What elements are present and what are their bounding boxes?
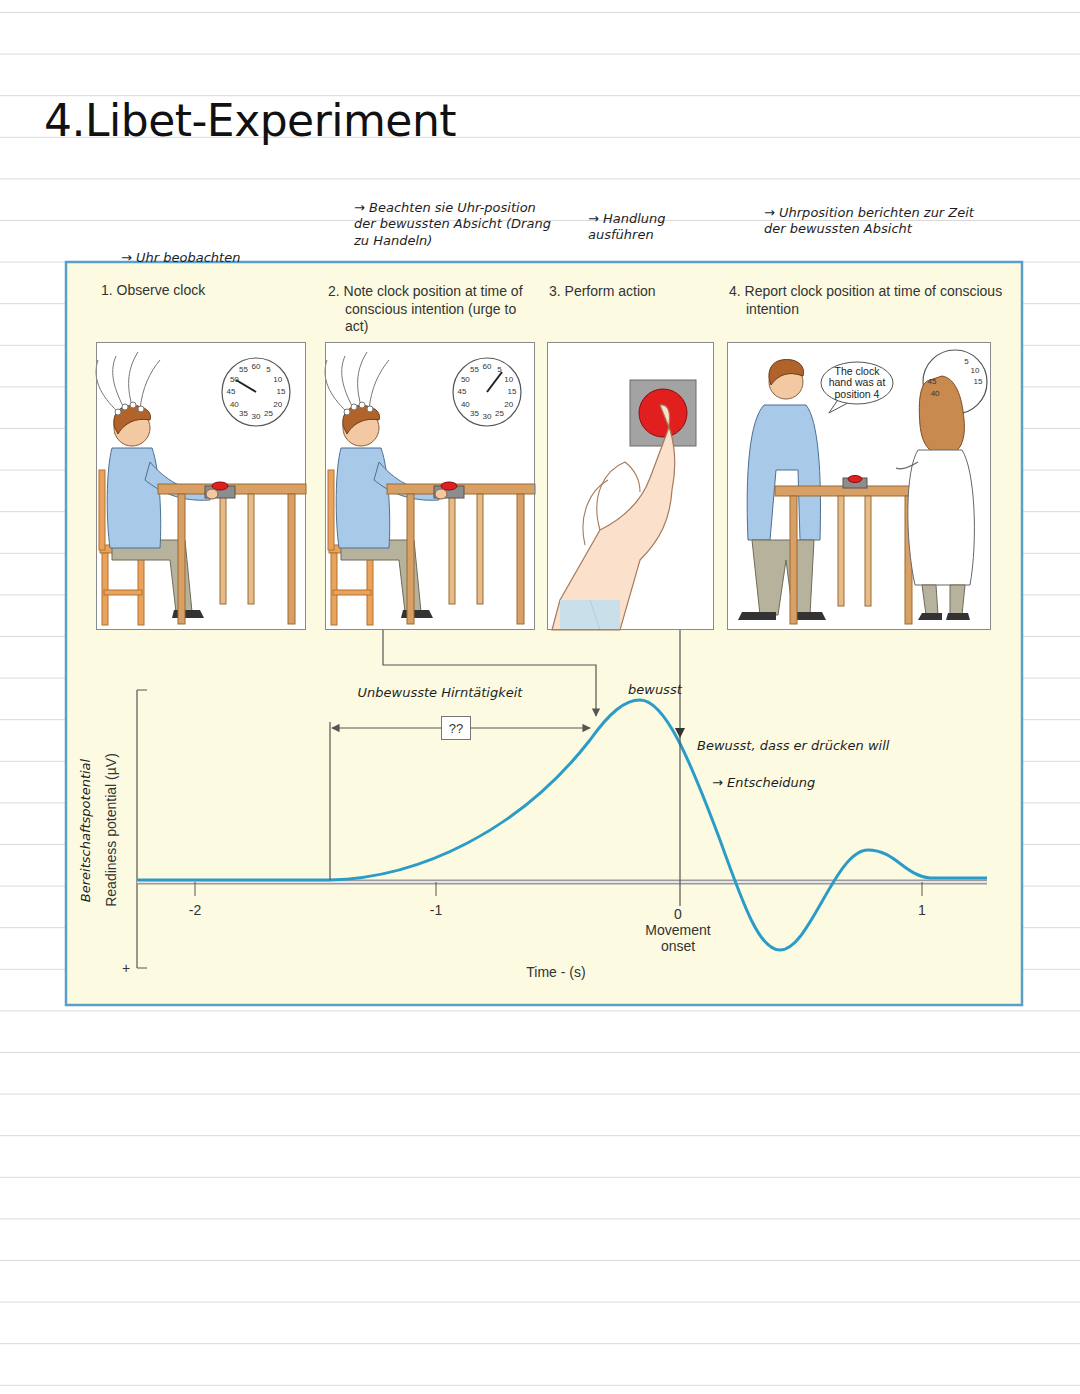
- axis-note: Movement onset: [638, 922, 718, 954]
- clock-number: 45: [928, 378, 937, 386]
- step-panel: → Uhr beobachten1. Observe clock: [96, 342, 306, 630]
- clock-number: 25: [495, 410, 504, 418]
- clock-number: 10: [970, 367, 979, 375]
- clock-number: 20: [504, 401, 513, 409]
- step-panel: → Beachten sie Uhr-position der bewusste…: [325, 342, 535, 630]
- clock-number: 25: [264, 410, 273, 418]
- clock-number: 10: [273, 376, 282, 384]
- axis-sign: +: [122, 960, 130, 976]
- clock-number: 55: [470, 366, 479, 374]
- tick-label: 1: [918, 902, 926, 918]
- clock-number: 15: [508, 388, 517, 396]
- handwritten-note: → Entscheidung: [712, 775, 815, 790]
- clock-number: 45: [227, 388, 236, 396]
- speech-bubble: The clock hand was at position 4: [820, 361, 894, 405]
- clock-number: 5: [266, 366, 270, 374]
- step-heading: 2. Note clock position at time of consci…: [328, 283, 535, 336]
- clock-number: 60: [483, 363, 492, 371]
- clock-number: 40: [461, 401, 470, 409]
- handwritten-note: bewusst: [628, 682, 682, 697]
- clock-number: 60: [252, 363, 261, 371]
- clock-number: 55: [239, 366, 248, 374]
- step-heading: 3. Perform action: [549, 283, 714, 301]
- handwritten-note: → Handlung ausführen: [588, 211, 708, 244]
- clock-number: 40: [230, 401, 239, 409]
- clock-number: 45: [458, 388, 467, 396]
- clock-number: 20: [273, 401, 282, 409]
- step-heading: 4. Report clock position at time of cons…: [729, 283, 1008, 318]
- clock-number: 50: [230, 376, 239, 384]
- clock-number: 5: [497, 366, 501, 374]
- unknown-box: ??: [441, 716, 471, 740]
- handwritten-note: → Uhrposition berichten zur Zeit der bew…: [764, 205, 994, 238]
- step-heading: 1. Observe clock: [101, 282, 318, 300]
- clock-number: 15: [277, 388, 286, 396]
- page-title: 4.Libet-Experiment: [44, 95, 456, 146]
- clock-number: 50: [461, 376, 470, 384]
- handwritten-note: → Uhr beobachten: [121, 250, 301, 266]
- bubble-text: The clock hand was at position 4: [825, 366, 889, 399]
- axis-title: Readiness potential (µV): [103, 753, 119, 907]
- tick-label: -2: [189, 902, 201, 918]
- axis-title: Time - (s): [526, 964, 585, 980]
- clock-number: 35: [470, 410, 479, 418]
- handwritten-note: Unbewusste Hirntätigkeit: [358, 685, 523, 700]
- tick-label: 0: [674, 906, 682, 922]
- tick-label: -1: [430, 902, 442, 918]
- clock-number: 5: [964, 358, 968, 366]
- clock-number: 10: [504, 376, 513, 384]
- box-text: ??: [449, 721, 463, 736]
- clock-number: 30: [483, 413, 492, 421]
- clock-number: 30: [252, 413, 261, 421]
- clock-number: 35: [239, 410, 248, 418]
- clock-number: 40: [931, 390, 940, 398]
- axis-note: Bereitschaftspotential: [79, 758, 94, 901]
- handwritten-note: Bewusst, dass er drücken will: [697, 738, 889, 753]
- step-panel: → Uhrposition berichten zur Zeit der bew…: [727, 342, 991, 630]
- step-panel: → Handlung ausführen3. Perform action: [547, 342, 714, 630]
- handwritten-note: → Beachten sie Uhr-position der bewusste…: [354, 200, 554, 249]
- clock-number: 15: [974, 378, 983, 386]
